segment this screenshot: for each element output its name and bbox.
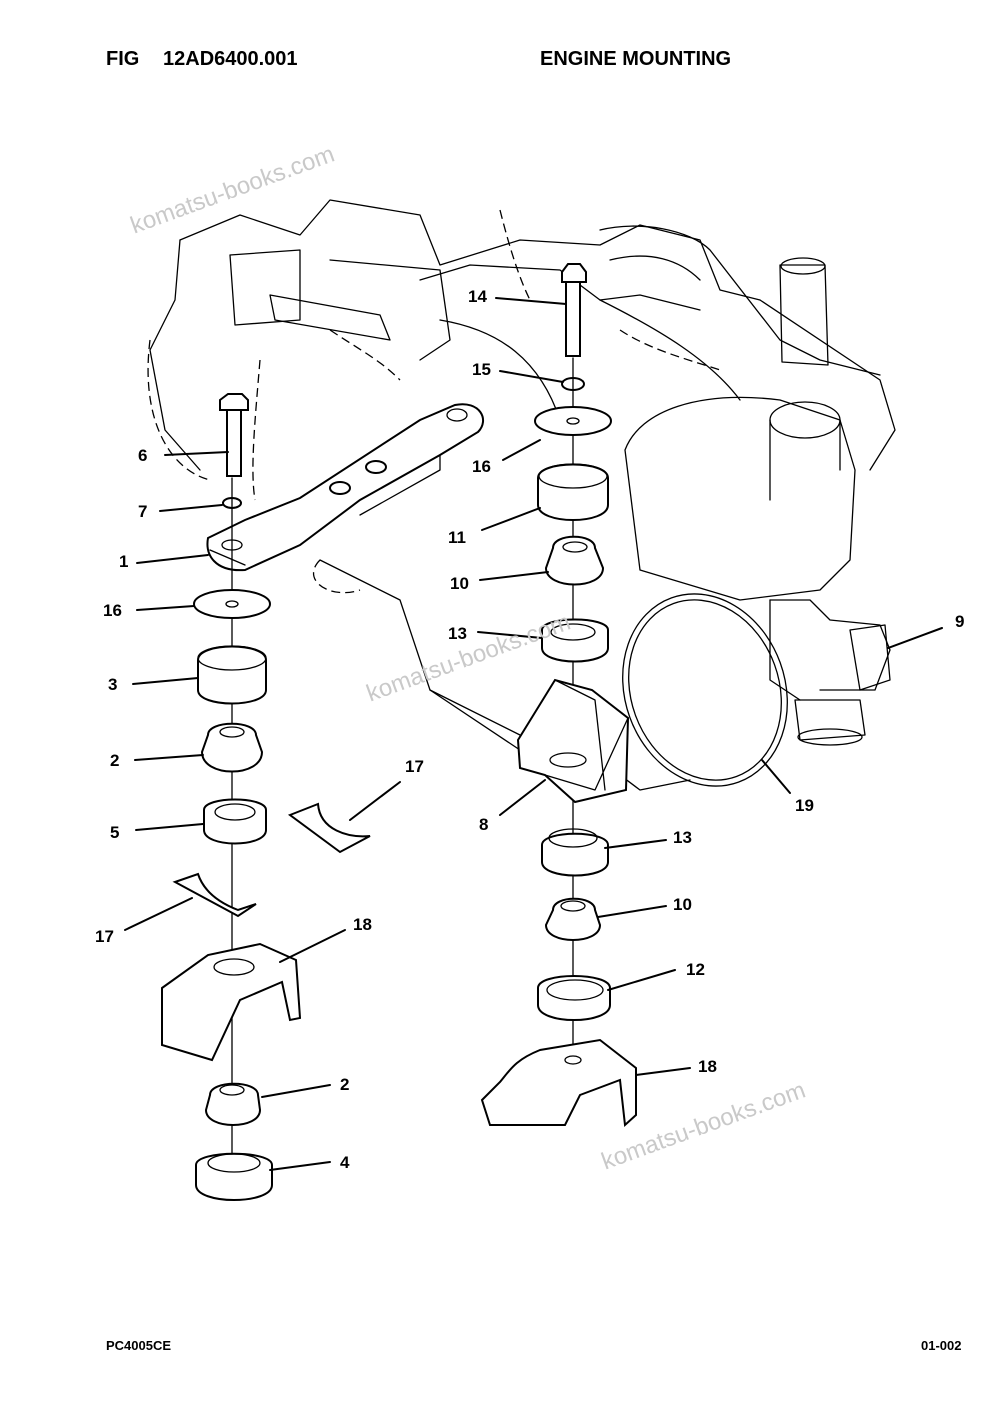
callout-13-lower: 13 xyxy=(673,828,692,847)
callout-4: 4 xyxy=(340,1153,350,1172)
callout-16: 16 xyxy=(103,601,122,620)
footer-model: PC4005CE xyxy=(106,1338,172,1353)
callout-2-lower: 2 xyxy=(340,1075,349,1094)
callout-5: 5 xyxy=(110,823,119,842)
callout-1: 1 xyxy=(119,552,128,571)
engine-outline xyxy=(149,199,896,791)
callout-2: 2 xyxy=(110,751,119,770)
callout-18: 18 xyxy=(353,915,372,934)
mounting-bracket xyxy=(206,403,484,572)
callout-15: 15 xyxy=(472,360,491,379)
callout-10-lower: 10 xyxy=(673,895,692,914)
callout-18-right: 18 xyxy=(698,1057,717,1076)
leader-lines xyxy=(124,297,943,1171)
callout-8: 8 xyxy=(479,815,488,834)
callout-10: 10 xyxy=(450,574,469,593)
footer-page: 01-002 xyxy=(921,1338,962,1353)
callout-3: 3 xyxy=(108,675,117,694)
right-mount-stack xyxy=(480,263,637,1128)
callout-9: 9 xyxy=(955,612,964,631)
callout-12: 12 xyxy=(686,960,705,979)
callout-16-right: 16 xyxy=(472,457,491,476)
callout-13: 13 xyxy=(448,624,467,643)
callout-11: 11 xyxy=(448,528,466,547)
callout-14: 14 xyxy=(468,287,487,306)
left-mount-stack xyxy=(161,393,371,1201)
page-title: ENGINE MOUNTING xyxy=(540,48,732,70)
fig-number: 12AD6400.001 xyxy=(163,48,298,70)
dashed-details xyxy=(147,209,721,594)
callout-17-lower: 17 xyxy=(95,927,114,946)
callout-19: 19 xyxy=(795,796,814,815)
callout-17: 17 xyxy=(405,757,424,776)
fig-label: FIG xyxy=(106,48,140,70)
callout-6: 6 xyxy=(138,446,147,465)
callout-numbers: 1 2 2 3 4 5 6 7 8 9 10 10 11 12 13 13 14… xyxy=(95,287,964,1172)
callout-7: 7 xyxy=(138,502,147,521)
